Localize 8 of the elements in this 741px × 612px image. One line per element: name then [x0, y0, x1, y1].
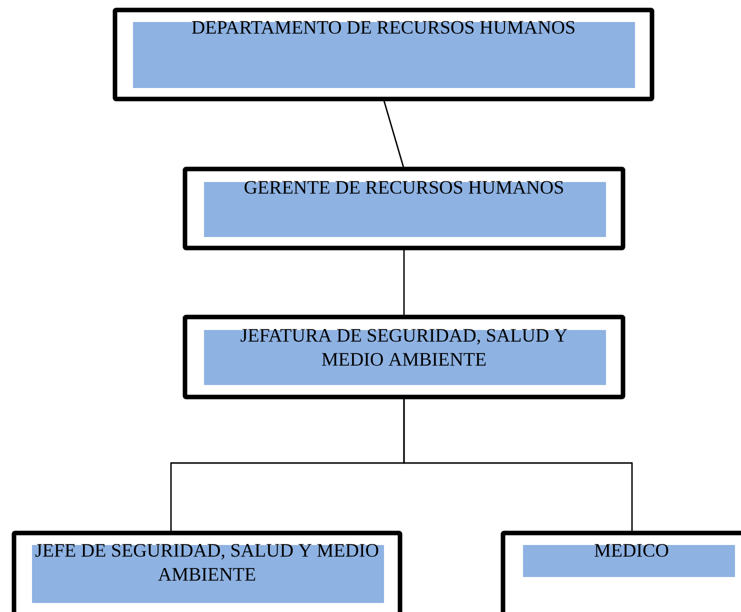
connector-line: [403, 248, 405, 317]
org-box: JEFATURA DE SEGURIDAD, SALUD Y MEDIO AMBIENTE: [182, 314, 626, 400]
org-box: GERENTE DE RECURSOS HUMANOS: [182, 166, 626, 250]
connector-line: [403, 397, 633, 533]
org-box: JEFE DE SEGURIDAD, SALUD Y MEDIO AMBIENTE: [12, 530, 402, 612]
org-box: DEPARTAMENTO DE RECURSOS HUMANOS: [112, 8, 654, 102]
org-box: MEDICO: [500, 530, 741, 612]
connector-line: [382, 98, 405, 170]
